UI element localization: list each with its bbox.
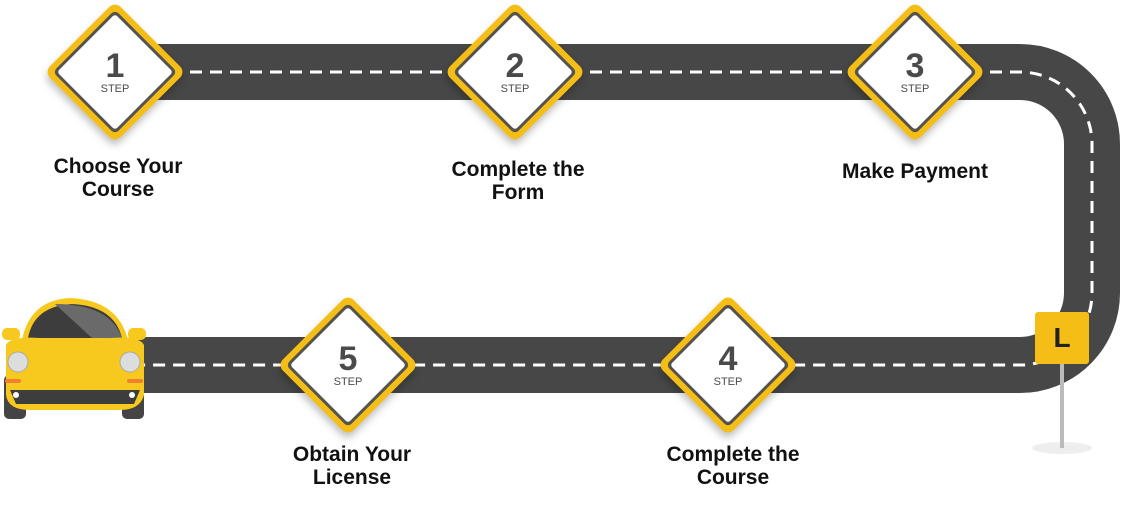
step-5-label: Obtain Your License bbox=[292, 443, 412, 489]
sign-post bbox=[1060, 360, 1064, 448]
step-number: 1 bbox=[105, 47, 125, 85]
step-number: 5 bbox=[338, 340, 358, 378]
car-icon bbox=[2, 298, 146, 419]
step-2-label: Complete the Form bbox=[451, 158, 585, 204]
step-caption: STEP bbox=[500, 83, 530, 95]
step-4-label: Complete the Course bbox=[666, 443, 800, 489]
step-number: 4 bbox=[718, 340, 738, 378]
step-3-label: Make Payment bbox=[842, 160, 988, 183]
step-number: 2 bbox=[505, 47, 525, 85]
step-caption: STEP bbox=[100, 83, 130, 95]
lane-divider bbox=[130, 70, 1094, 367]
learner-sign: L bbox=[1035, 312, 1089, 364]
step-caption: STEP bbox=[333, 376, 363, 388]
step-1-label: Choose Your Course bbox=[53, 155, 183, 201]
step-caption: STEP bbox=[713, 376, 743, 388]
step-caption: STEP bbox=[900, 83, 930, 95]
step-number: 3 bbox=[905, 47, 925, 85]
